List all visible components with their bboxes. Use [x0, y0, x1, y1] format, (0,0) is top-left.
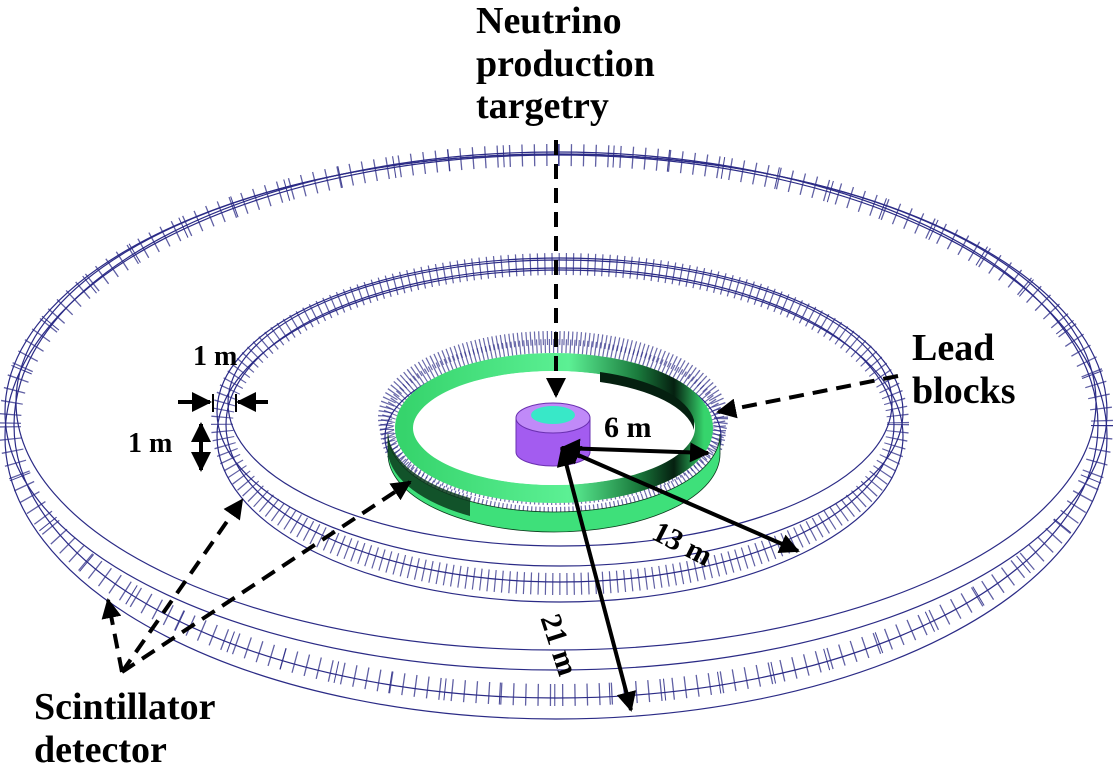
lead-label-line1: Lead — [912, 327, 995, 369]
height-1m-label: 1 m — [128, 428, 173, 459]
scint-label-line1: Scintillator — [34, 686, 216, 728]
lead-label-line2: blocks — [912, 369, 1016, 412]
neutrino-label-line3: targetry — [476, 85, 609, 128]
lead-blocks-label: Lead blocks — [912, 327, 1015, 412]
width-1m-label: 1 m — [193, 341, 238, 372]
neutrino-production-targetry-label: Neutrino production targetry — [476, 0, 655, 128]
neutrino-label-line1: Neutrino — [476, 0, 622, 42]
scint-label-line2: detector — [34, 728, 167, 771]
scintillator-detector-label: Scintillator detector — [34, 686, 216, 771]
neutrino-label-line2: production — [476, 42, 655, 85]
annotation-arrows — [101, 140, 899, 712]
radius-6m-label: 6 m — [604, 411, 652, 444]
neutrino-production-target — [515, 402, 591, 467]
